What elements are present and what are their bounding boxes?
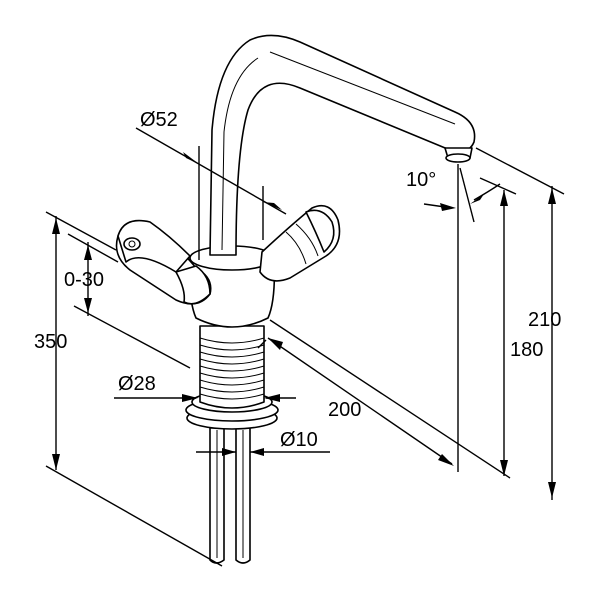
dimension-labels: Ø52 10° 0-30 350 180 210 200 Ø28 Ø10 [34,109,561,451]
threaded-shank [199,325,265,409]
left-handle [115,219,212,305]
mixer-body [188,245,276,328]
dimension-lines [45,127,565,567]
dim-reach [257,319,511,479]
faucet-illustration [115,34,476,564]
dim-top-height [475,147,565,500]
spout [209,34,476,256]
label-reach: 200 [328,399,361,421]
dim-height-range [67,233,191,369]
dim-spout-height [479,177,517,476]
label-diameter-top: Ø52 [140,109,178,131]
label-total-height: 350 [34,331,67,353]
label-spout-height: 180 [510,339,543,361]
label-height-range: 0-30 [64,269,104,291]
dim-total-height [45,211,223,567]
dim-angle [423,164,501,472]
right-handle [259,204,341,282]
label-diameter-pipe: Ø10 [280,429,318,451]
label-top-height: 210 [528,309,561,331]
dim-diameter-top [135,127,287,260]
label-angle: 10° [406,169,436,191]
label-diameter-thread: Ø28 [118,373,156,395]
supply-pipes [209,427,251,564]
dim-diameter-pipe [196,448,330,456]
dim-diameter-thread [114,394,296,402]
